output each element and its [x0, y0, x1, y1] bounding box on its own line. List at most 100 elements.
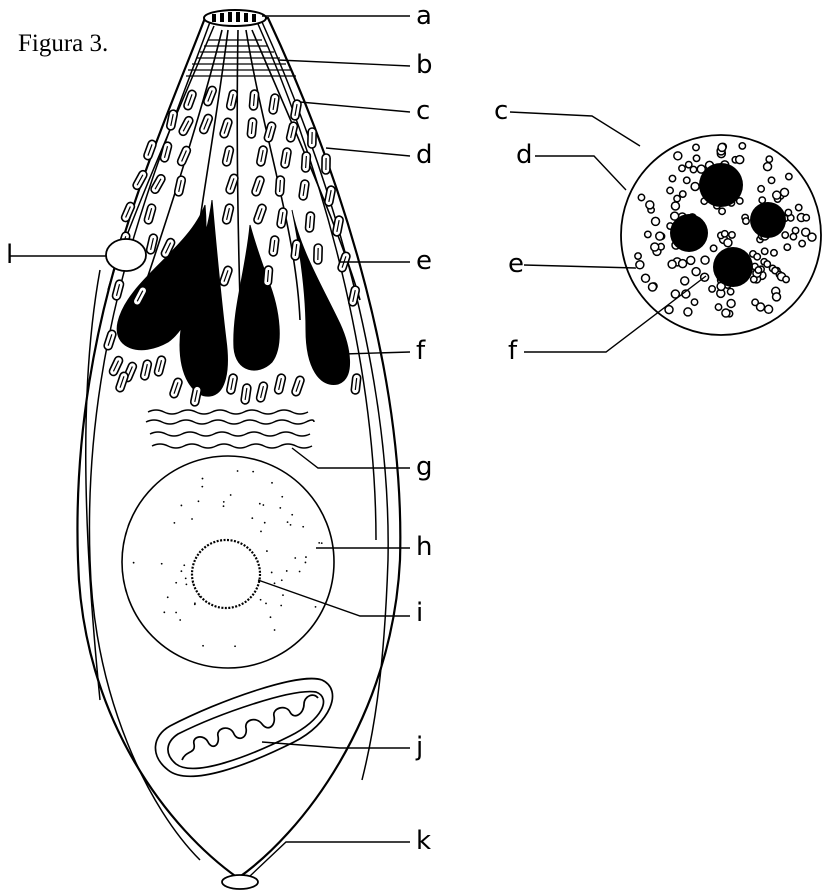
- cross-section-vesicle: [691, 182, 699, 190]
- chromatin-dot: [202, 478, 204, 480]
- cross-section-vesicle: [651, 243, 659, 251]
- chromatin-dot: [282, 594, 284, 596]
- cross-section-vesicle: [784, 244, 790, 250]
- chromatin-dot: [281, 579, 283, 581]
- cross-section-vesicle: [785, 209, 791, 215]
- cross-section-vesicle: [755, 267, 761, 273]
- chromatin-dot: [167, 596, 169, 598]
- cross-section-vesicle: [671, 202, 679, 210]
- cross-section-vesicle: [656, 232, 664, 240]
- chromatin-dot: [252, 471, 254, 473]
- cross-section-vesicle: [649, 283, 657, 291]
- chromatin-dot: [299, 571, 301, 573]
- micropore: [106, 239, 146, 271]
- cross-section-vesicle: [679, 260, 687, 268]
- cross-section-vesicle: [684, 177, 690, 183]
- chromatin-dot: [183, 564, 185, 566]
- cross-section-vesicle: [687, 256, 695, 264]
- cross-section-vesicle: [751, 276, 757, 282]
- chromatin-dot: [321, 542, 323, 544]
- cross-section-vesicle: [652, 217, 660, 225]
- cross-label-f: f: [508, 338, 517, 364]
- chromatin-dot: [294, 557, 296, 559]
- cross-label-e: e: [508, 251, 524, 277]
- cross-section-vesicle: [636, 261, 644, 269]
- chromatin-dot: [173, 522, 175, 524]
- inner-membrane-right: [262, 22, 388, 780]
- chromatin-dot: [180, 570, 182, 572]
- cross-section-vesicle: [642, 274, 650, 282]
- label-e: e: [416, 248, 432, 274]
- chromatin-dot: [133, 562, 135, 564]
- chromatin-dot: [279, 507, 281, 509]
- label-f: f: [416, 338, 425, 364]
- chromatin-dot: [274, 582, 276, 584]
- chromatin-dot: [260, 531, 262, 533]
- cross-section-vesicle: [803, 215, 809, 221]
- chromatin-dot: [260, 599, 262, 601]
- cross-section-vesicle: [674, 152, 682, 160]
- cross-section-vesicle: [679, 165, 685, 171]
- cross-section-vesicle: [782, 232, 788, 238]
- cross-section-vesicle: [743, 218, 749, 224]
- cross-section-vesicle: [786, 173, 792, 179]
- chromatin-dot: [234, 645, 236, 647]
- cross-section-vesicle: [808, 233, 816, 241]
- chromatin-dot: [223, 505, 225, 507]
- cross-section-vesicle: [765, 305, 773, 313]
- cross-section-vesicle: [680, 191, 686, 197]
- cross-section-vesicle: [761, 248, 767, 254]
- leader-lines-main: [10, 16, 410, 876]
- cross-section-vesicle: [790, 233, 796, 239]
- label-g: g: [416, 454, 433, 480]
- cross-section-vesicle: [710, 245, 716, 251]
- chromatin-dot: [202, 645, 204, 647]
- cross-section-vesicle: [764, 163, 772, 171]
- chromatin-dot: [179, 619, 181, 621]
- label-b: b: [416, 52, 433, 78]
- cross-section-vesicle: [681, 277, 689, 285]
- cross-section-vesicle: [722, 309, 730, 317]
- chromatin-dot: [318, 542, 320, 544]
- cross-label-d: d: [516, 142, 533, 168]
- cross-section-vesicle: [773, 191, 781, 199]
- chromatin-dot: [265, 603, 267, 605]
- chromatin-dot: [186, 583, 188, 585]
- cross-section-vesicle: [724, 239, 732, 247]
- label-j: j: [416, 734, 423, 760]
- label-h: h: [416, 534, 432, 560]
- chromatin-dot: [175, 612, 177, 614]
- cross-section-vesicle: [669, 175, 675, 181]
- cross-section-vesicle: [693, 155, 699, 161]
- cross-section-vesicle: [773, 293, 781, 301]
- chromatin-dot: [201, 486, 203, 488]
- chromatin-dot: [286, 570, 288, 572]
- rhoptries: [117, 200, 349, 396]
- chromatin-dot: [266, 550, 268, 552]
- cross-section-vesicle: [736, 156, 744, 164]
- microneme-stripe: [280, 180, 281, 192]
- chromatin-dot: [290, 524, 292, 526]
- chromatin-dot: [270, 616, 272, 618]
- chromatin-dot: [259, 503, 261, 505]
- label-c: c: [416, 98, 430, 124]
- mitochondrion: [155, 679, 332, 777]
- chromatin-dot: [198, 500, 200, 502]
- cross-section-vesicle: [739, 143, 745, 149]
- cross-section-vesicle: [752, 299, 758, 305]
- label-a: a: [416, 3, 432, 29]
- chromatin-dot: [180, 505, 182, 507]
- cross-section-vesicle: [758, 186, 764, 192]
- chromatin-dot: [302, 526, 304, 528]
- cross-section-vesicle: [635, 253, 641, 259]
- chromatin-dot: [291, 514, 293, 516]
- cross-section-vesicle: [638, 194, 644, 200]
- chromatin-dot: [280, 605, 282, 607]
- chromatin-dot: [274, 629, 276, 631]
- nucleolus: [192, 540, 260, 608]
- cross-section-vesicle: [715, 304, 721, 310]
- chromatin-dot: [163, 611, 165, 613]
- chromatin-dot: [271, 572, 273, 574]
